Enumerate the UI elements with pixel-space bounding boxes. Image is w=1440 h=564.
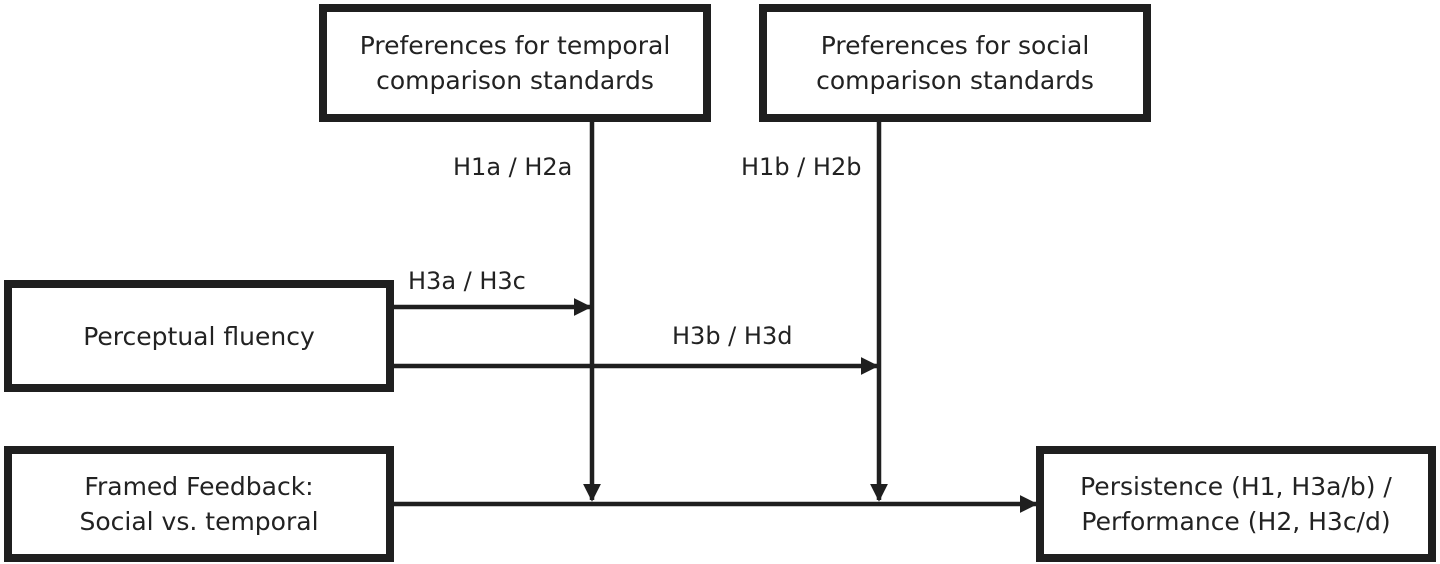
perceptual-fluency-label: Perceptual fluency xyxy=(83,321,315,351)
social-preferences-line2: comparison standards xyxy=(816,66,1094,95)
label-h1b-h2b: H1b / H2b xyxy=(741,153,862,181)
social-preferences-box: Preferences for social comparison standa… xyxy=(759,4,1151,122)
framed-feedback-line1: Framed Feedback: xyxy=(84,472,314,501)
social-preferences-line1: Preferences for social xyxy=(820,31,1090,60)
temporal-preferences-box: Preferences for temporal comparison stan… xyxy=(319,4,711,122)
outcome-line1: Persistence (H1, H3a/b) / xyxy=(1080,472,1392,501)
label-h1a-h2a: H1a / H2a xyxy=(453,153,573,181)
label-h3b-h3d: H3b / H3d xyxy=(672,322,793,350)
temporal-preferences-line2: comparison standards xyxy=(376,66,654,95)
temporal-preferences-line1: Preferences for temporal xyxy=(359,31,671,60)
framed-feedback-line2: Social vs. temporal xyxy=(79,507,319,536)
outcome-line2: Performance (H2, H3c/d) xyxy=(1081,507,1391,536)
outcome-box: Persistence (H1, H3a/b) / Performance (H… xyxy=(1036,446,1436,562)
perceptual-fluency-box: Perceptual fluency xyxy=(4,280,394,392)
framed-feedback-box: Framed Feedback: Social vs. temporal xyxy=(4,446,394,562)
label-h3a-h3c: H3a / H3c xyxy=(408,267,526,295)
